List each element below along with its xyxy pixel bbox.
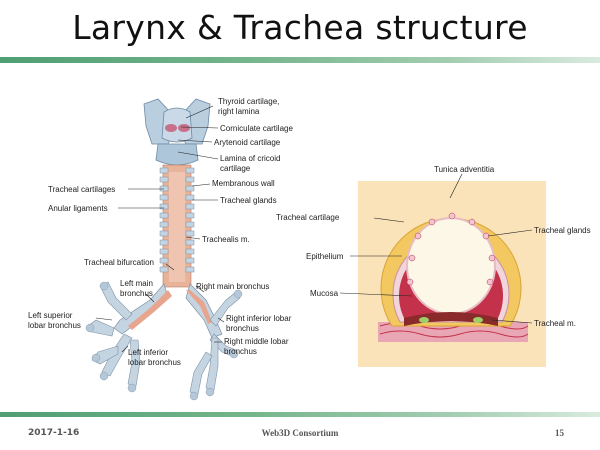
footer-organization: Web3D Consortium <box>261 428 339 438</box>
label-tracheal-glands-right: Tracheal glands <box>534 226 591 235</box>
label-left-superior-line2: lobar bronchus <box>28 321 81 330</box>
label-membranous-wall: Membranous wall <box>212 179 275 188</box>
left-leader-lines <box>95 105 225 353</box>
trachea-illustration <box>159 164 195 288</box>
label-right-main-bronchus: Right main bronchus <box>196 282 269 291</box>
label-left-superior-line1: Left superior <box>28 311 73 320</box>
label-cricoid-line2: cartilage <box>220 164 251 173</box>
right-leader-lines <box>339 173 533 324</box>
label-left-main-line2: bronchus <box>120 289 153 298</box>
page-number: 15 <box>555 428 564 438</box>
label-right-middle-line1: Right middle lobar <box>224 337 289 346</box>
label-trachealis: Trachealis m. <box>202 235 250 244</box>
label-left-inferior-line2: lobar bronchus <box>128 358 181 367</box>
label-cricoid-line1: Lamina of cricoid <box>220 154 280 163</box>
label-tracheal-cartilage: Tracheal cartilage <box>276 213 340 222</box>
bronchial-tree-illustration <box>85 281 243 401</box>
label-thyroid-cartilage-line2: right lamina <box>218 107 260 116</box>
label-left-inferior-line1: Left inferior <box>128 348 168 357</box>
label-tracheal-muscle: Tracheal m. <box>534 319 576 328</box>
label-anular-ligaments: Anular ligaments <box>48 204 108 213</box>
label-epithelium: Epithelium <box>306 252 344 261</box>
label-tracheal-glands-left: Tracheal glands <box>220 196 277 205</box>
slide-title: Larynx & Trachea structure <box>72 8 528 47</box>
label-tracheal-bifurcation: Tracheal bifurcation <box>84 258 154 267</box>
label-tunica-adventitia: Tunica adventitia <box>434 165 495 174</box>
label-arytenoid-cartilage: Arytenoid cartilage <box>214 138 281 147</box>
label-mucosa: Mucosa <box>310 289 339 298</box>
label-tracheal-cartilages: Tracheal cartilages <box>48 185 115 194</box>
label-corniculate-cartilage: Corniculate cartilage <box>220 124 293 133</box>
cross-section-illustration <box>358 181 546 367</box>
label-left-main-line1: Left main <box>120 279 153 288</box>
label-right-inferior-line1: Right inferior lobar <box>226 314 292 323</box>
label-right-inferior-line2: bronchus <box>226 324 259 333</box>
larynx-illustration <box>143 98 211 166</box>
footer-bar <box>0 412 600 417</box>
label-thyroid-cartilage-line1: Thyroid cartilage, <box>218 97 279 106</box>
label-right-middle-line2: bronchus <box>224 347 257 356</box>
footer-date: 2017-1-16 <box>28 428 80 438</box>
title-underline-bar <box>0 57 600 63</box>
